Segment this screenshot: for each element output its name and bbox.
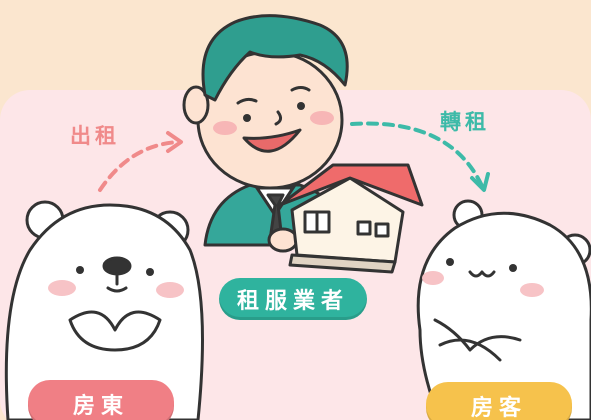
left-dashed-arrow (98, 131, 183, 192)
house-icon (278, 163, 424, 274)
polar-bear-icon (4, 200, 204, 420)
rental-service-badge: 租服業者 (219, 278, 367, 320)
agent-person-icon (182, 14, 349, 253)
tenant-badge: 房客 (426, 382, 572, 420)
rent-out-label: 出租 (70, 124, 120, 148)
right-dashed-arrow (350, 121, 490, 192)
landlord-badge: 房東 (28, 380, 174, 420)
hamster-icon (416, 199, 591, 420)
sublet-label: 轉租 (440, 110, 490, 134)
